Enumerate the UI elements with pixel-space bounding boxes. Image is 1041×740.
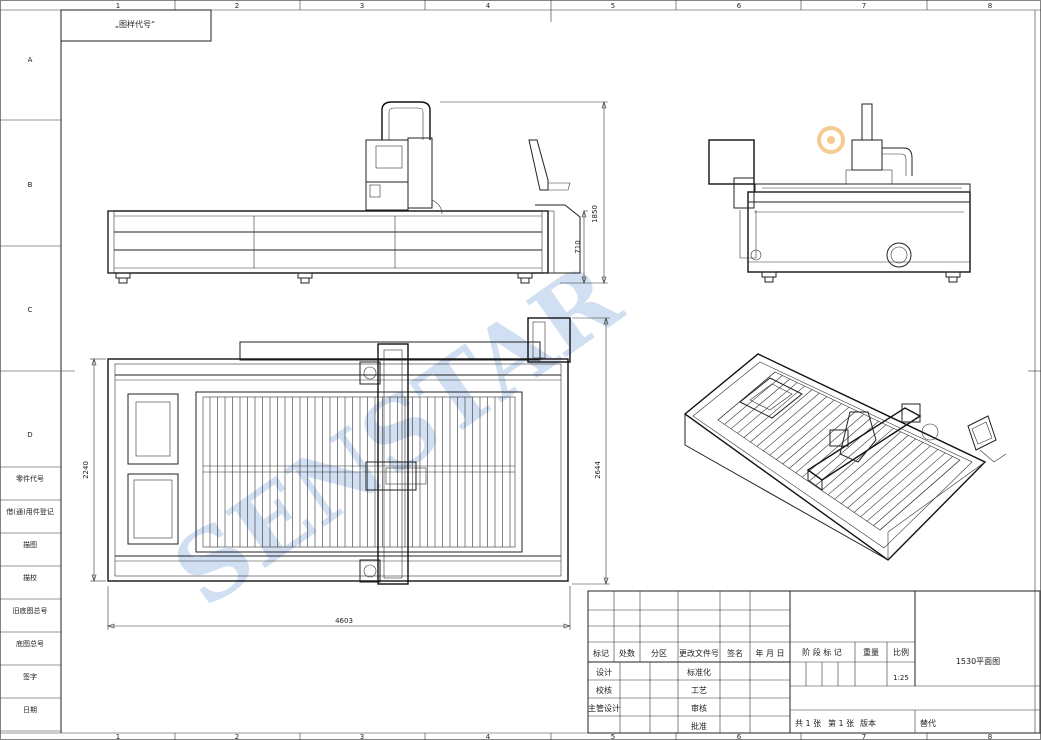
iso-slat: [730, 378, 790, 430]
column-label: 4: [486, 2, 491, 10]
iso-slat: [802, 417, 872, 478]
iso-slat: [717, 371, 776, 421]
iso-slat: [821, 428, 894, 491]
row-label: D: [27, 431, 32, 439]
title-block-header-cell: 标记: [593, 648, 609, 658]
front-elevation-view: 1850 710: [107, 101, 608, 284]
column-label: 2: [235, 733, 239, 740]
dim-total-height: 1850: [591, 205, 599, 223]
title-block-role: 设计: [596, 667, 612, 677]
title-block-approval: 工艺: [691, 686, 707, 695]
column-label: 1: [116, 2, 120, 10]
iso-slat: [879, 459, 961, 531]
column-label: 5: [611, 2, 615, 10]
scale-value: 1:25: [893, 674, 909, 682]
record-strip-cell: 日期: [23, 706, 37, 714]
sheet-count: 共 1 张: [795, 719, 821, 728]
record-strip-cell: 借(通)用件登记: [6, 507, 53, 516]
iso-slat: [808, 421, 879, 482]
iso-slat: [756, 392, 820, 447]
title-block-header-cell: 分区: [651, 649, 667, 658]
title-block-role: 主管设计: [588, 703, 620, 713]
drawing-code-label: „图样代号“: [115, 19, 155, 29]
dim-plan-length: 4603: [335, 617, 353, 625]
title-block-header-cell: 签名: [727, 648, 743, 658]
iso-slat: [743, 385, 805, 438]
stage-label: 阶 段 标 记: [802, 647, 842, 657]
side-elevation-view: [708, 103, 971, 283]
sheet-number: 第 1 张: [828, 718, 854, 728]
column-label: 1: [116, 733, 120, 740]
iso-slat: [737, 382, 798, 434]
iso-slat: [827, 431, 901, 496]
column-label: 6: [737, 2, 742, 10]
scale-label: 比例: [893, 647, 909, 657]
title-block-role: 校核: [596, 685, 612, 695]
column-label: 3: [360, 2, 364, 10]
record-strip-cell: 零件代号: [16, 474, 44, 483]
iso-slat: [750, 389, 813, 443]
iso-slat: [860, 449, 938, 518]
iso-slat: [789, 410, 857, 469]
row-label: B: [28, 181, 33, 189]
record-strip-cell: 描校: [23, 573, 37, 582]
title-block-header-cell: 年 月 日: [755, 648, 784, 658]
title-block-approval: 审核: [691, 703, 707, 713]
version-label: 版本: [860, 718, 876, 728]
column-label: 5: [611, 733, 615, 740]
title-block-approval: 批准: [691, 721, 707, 731]
plan-view: 2240 2644 4603: [82, 317, 610, 630]
dim-table-height: 710: [574, 240, 582, 253]
title-block-approval: 标准化: [687, 667, 711, 677]
iso-slat: [769, 399, 835, 456]
row-label: A: [28, 56, 33, 64]
iso-slat: [834, 435, 909, 500]
drawing-name: 1530平面图: [956, 657, 1000, 666]
dim-plan-width: 2240: [82, 461, 90, 479]
iso-slat: [847, 442, 924, 509]
iso-slat: [782, 406, 850, 465]
iso-slat: [776, 403, 842, 460]
dim-plan-depth: 2644: [594, 461, 602, 479]
column-label: 7: [862, 2, 866, 10]
record-strip-cell: 旧底图总号: [13, 606, 48, 615]
iso-slat: [866, 452, 946, 522]
record-strip-cell: 描图: [23, 540, 37, 549]
replace-label: 替代: [920, 718, 936, 728]
column-label: 8: [988, 733, 992, 740]
isometric-view: [683, 353, 1007, 561]
record-strip-cell: 底图总号: [16, 639, 44, 648]
iso-slat: [724, 375, 783, 425]
iso-slat: [763, 396, 827, 452]
iso-slat: [873, 456, 953, 526]
gear-logo-icon: [817, 126, 845, 154]
drawing-code-box: „图样代号“: [60, 9, 212, 42]
column-label: 7: [862, 733, 866, 740]
title-block: 标记处数 分区 更改文件号签名 年 月 日 设计校核主管设计 标准化工艺审核批准 阶 …: [587, 590, 1041, 734]
column-label: 2: [235, 2, 239, 10]
column-label: 6: [737, 733, 742, 740]
column-label: 4: [486, 733, 491, 740]
weight-label: 重量: [863, 647, 879, 657]
row-label: C: [28, 306, 33, 314]
column-label: 8: [988, 2, 992, 10]
title-block-header-cell: 更改文件号: [679, 648, 719, 658]
column-label: 3: [360, 733, 364, 740]
title-block-header-cell: 处数: [619, 648, 635, 658]
iso-slat: [853, 445, 931, 513]
record-strip-cell: 签字: [23, 672, 37, 681]
iso-slat: [840, 438, 916, 504]
